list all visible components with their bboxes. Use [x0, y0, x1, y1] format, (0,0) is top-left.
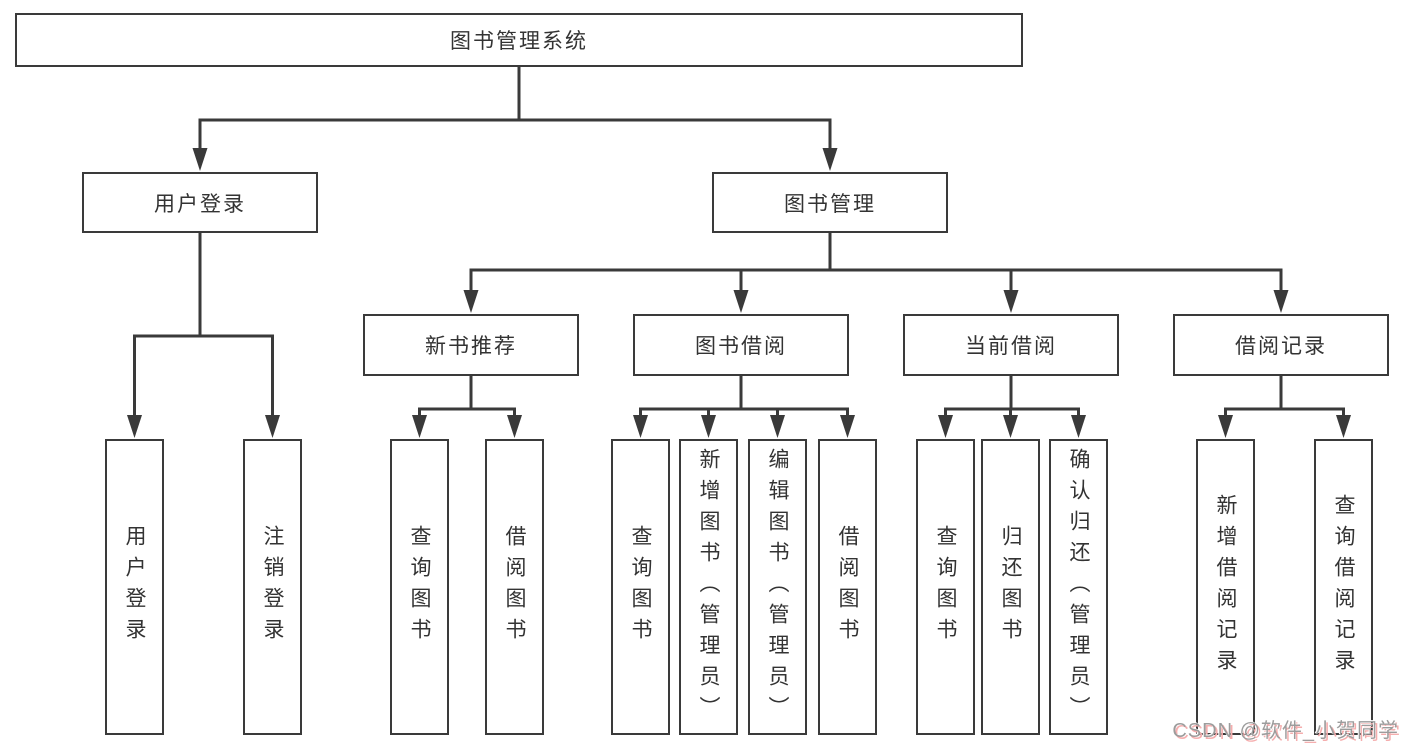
leaf-add-book-admin-label: 新增图书（管理员）	[697, 447, 720, 727]
leaf-query-books-current: 查询图书	[916, 439, 975, 735]
node-book-borrow: 图书借阅	[633, 314, 849, 376]
leaf-return-book-label: 归还图书	[999, 525, 1022, 649]
node-root: 图书管理系统	[15, 13, 1023, 67]
leaf-add-borrow-record-label: 新增借阅记录	[1214, 494, 1237, 680]
leaf-query-books-recommend: 查询图书	[390, 439, 449, 735]
leaf-add-borrow-record: 新增借阅记录	[1196, 439, 1255, 735]
node-borrow-records-label: 借阅记录	[1235, 335, 1327, 358]
leaf-logout-label: 注销登录	[261, 525, 284, 649]
leaf-query-borrow-record-label: 查询借阅记录	[1332, 494, 1355, 680]
leaf-borrow-books-borrow: 借阅图书	[818, 439, 877, 735]
csdn-watermark: CSDN @软件_小贺同学	[1172, 720, 1399, 742]
node-new-book-recommend-label: 新书推荐	[425, 335, 517, 358]
node-current-borrow: 当前借阅	[903, 314, 1119, 376]
leaf-query-borrow-record: 查询借阅记录	[1314, 439, 1373, 735]
node-book-management: 图书管理	[712, 172, 948, 233]
leaf-user-login-label: 用户登录	[123, 525, 146, 649]
node-user-login-label: 用户登录	[154, 192, 246, 216]
leaf-query-books-current-label: 查询图书	[934, 525, 957, 649]
node-borrow-records: 借阅记录	[1173, 314, 1389, 376]
node-current-borrow-label: 当前借阅	[965, 335, 1057, 358]
leaf-borrow-books-recommend-label: 借阅图书	[503, 525, 526, 649]
leaf-borrow-books-borrow-label: 借阅图书	[836, 525, 859, 649]
node-new-book-recommend: 新书推荐	[363, 314, 579, 376]
node-book-borrow-label: 图书借阅	[695, 335, 787, 358]
leaf-query-books-borrow-label: 查询图书	[629, 525, 652, 649]
node-user-login: 用户登录	[82, 172, 318, 233]
leaf-confirm-return-admin-label: 确认归还（管理员）	[1067, 447, 1090, 727]
leaf-return-book: 归还图书	[981, 439, 1040, 735]
node-book-management-label: 图书管理	[784, 192, 876, 216]
leaf-confirm-return-admin: 确认归还（管理员）	[1049, 439, 1108, 735]
leaf-edit-book-admin: 编辑图书（管理员）	[748, 439, 807, 735]
leaf-query-books-recommend-label: 查询图书	[408, 525, 431, 649]
node-root-label: 图书管理系统	[450, 30, 588, 53]
leaf-edit-book-admin-label: 编辑图书（管理员）	[766, 447, 789, 727]
leaf-query-books-borrow: 查询图书	[611, 439, 670, 735]
leaf-add-book-admin: 新增图书（管理员）	[679, 439, 738, 735]
leaf-borrow-books-recommend: 借阅图书	[485, 439, 544, 735]
leaf-user-login: 用户登录	[105, 439, 164, 735]
leaf-logout: 注销登录	[243, 439, 302, 735]
